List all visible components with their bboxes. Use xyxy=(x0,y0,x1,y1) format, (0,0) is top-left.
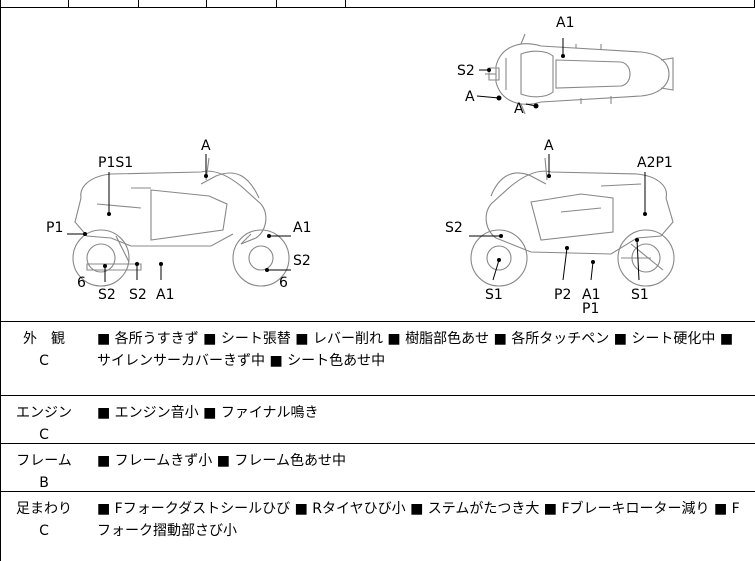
condition-item: ■ レバー削れ xyxy=(295,331,383,347)
category-label: 足まわり xyxy=(16,501,72,517)
label-top-a-left: A xyxy=(465,89,475,105)
scooter-top-view xyxy=(485,33,674,115)
category-label: エンジン xyxy=(16,405,72,421)
condition-item: ■ フレーム色あせ中 xyxy=(216,453,346,469)
label-right-p2: P2 xyxy=(554,287,572,303)
condition-description: ■ 各所うすきず ■ シート張替 ■ レバー削れ ■ 樹脂部色あせ ■ 各所タッ… xyxy=(97,328,747,372)
label-right-a1: A1 xyxy=(582,287,601,303)
grade-label: B xyxy=(39,475,49,491)
grade-label: C xyxy=(39,523,49,539)
condition-item: ■ Fフォーク摺動部さび小 xyxy=(97,501,740,539)
label-top-s2: S2 xyxy=(457,63,475,79)
label-top-a-bottom: A xyxy=(514,101,524,117)
condition-description: ■ エンジン音小 ■ ファイナル鳴き xyxy=(97,402,747,424)
label-right-s1-right: S1 xyxy=(631,287,649,303)
category-label: フレーム xyxy=(16,453,72,469)
condition-item: ■ 各所タッチペン xyxy=(493,331,610,347)
scooter-right-view xyxy=(470,157,675,287)
label-left-s2-b: S2 xyxy=(129,287,147,303)
label-right-a: A xyxy=(544,138,554,154)
condition-row-suspension: 足まわり C ■ Fフォークダストシールひび ■ Rタイヤひび小 ■ ステムがた… xyxy=(0,492,755,561)
condition-description: ■ フレームきず小 ■ フレーム色あせ中 xyxy=(97,450,747,472)
condition-item: ■ ステムがたつき大 xyxy=(410,501,540,517)
label-left-s2-right: S2 xyxy=(293,253,311,269)
condition-item: ■ シート硬化中 xyxy=(613,331,716,347)
condition-item: ■ Fフォークダストシールひび xyxy=(97,501,291,517)
condition-item: ■ エンジン音小 xyxy=(97,405,199,421)
label-left-p1: P1 xyxy=(46,220,64,236)
condition-row-frame: フレーム B ■ フレームきず小 ■ フレーム色あせ中 xyxy=(0,444,755,492)
condition-row-engine: エンジン C ■ エンジン音小 ■ ファイナル鳴き xyxy=(0,396,755,444)
table-header-strip xyxy=(0,0,755,8)
label-right-s1-left: S1 xyxy=(485,287,503,303)
label-left-a1: A1 xyxy=(293,220,312,236)
condition-description: ■ Fフォークダストシールひび ■ Rタイヤひび小 ■ ステムがたつき大 ■ F… xyxy=(97,498,747,542)
condition-row-exterior: 外 観 C ■ 各所うすきず ■ シート張替 ■ レバー削れ ■ 樹脂部色あせ … xyxy=(0,322,755,396)
label-left-a1-bottom: A1 xyxy=(156,287,175,303)
grade-label: C xyxy=(39,427,49,443)
grade-label: C xyxy=(39,353,49,369)
condition-item: ■ Rタイヤひび小 xyxy=(294,501,406,517)
label-left-s2-a: S2 xyxy=(98,287,116,303)
label-right-a2p1: A2P1 xyxy=(637,155,673,171)
label-left-6-left: 6 xyxy=(77,275,86,291)
label-top-a1: A1 xyxy=(556,15,575,31)
label-left-p1s1: P1S1 xyxy=(98,155,134,171)
condition-item: ■ サイレンサーカバーきず中 xyxy=(97,331,734,369)
label-right-s2: S2 xyxy=(445,220,463,236)
label-right-p1: P1 xyxy=(582,301,600,317)
condition-item: ■ ファイナル鳴き xyxy=(203,405,319,421)
label-left-6-right: 6 xyxy=(279,275,288,291)
condition-item: ■ 各所うすきず xyxy=(97,331,199,347)
damage-diagram: A1 S2 A A A P1S1 P1 A1 S2 6 6 S2 S2 A1 A… xyxy=(0,8,755,322)
condition-item: ■ Fブレーキローター減り xyxy=(543,501,710,517)
category-label: 外 観 xyxy=(23,331,65,347)
condition-item: ■ シート色あせ中 xyxy=(269,353,386,369)
scooter-drawings xyxy=(67,33,675,287)
label-left-a: A xyxy=(201,138,211,154)
scooter-left-view xyxy=(72,157,290,287)
condition-item: ■ 樹脂部色あせ xyxy=(387,331,490,347)
condition-item: ■ シート張替 xyxy=(203,331,291,347)
condition-item: ■ フレームきず小 xyxy=(97,453,213,469)
